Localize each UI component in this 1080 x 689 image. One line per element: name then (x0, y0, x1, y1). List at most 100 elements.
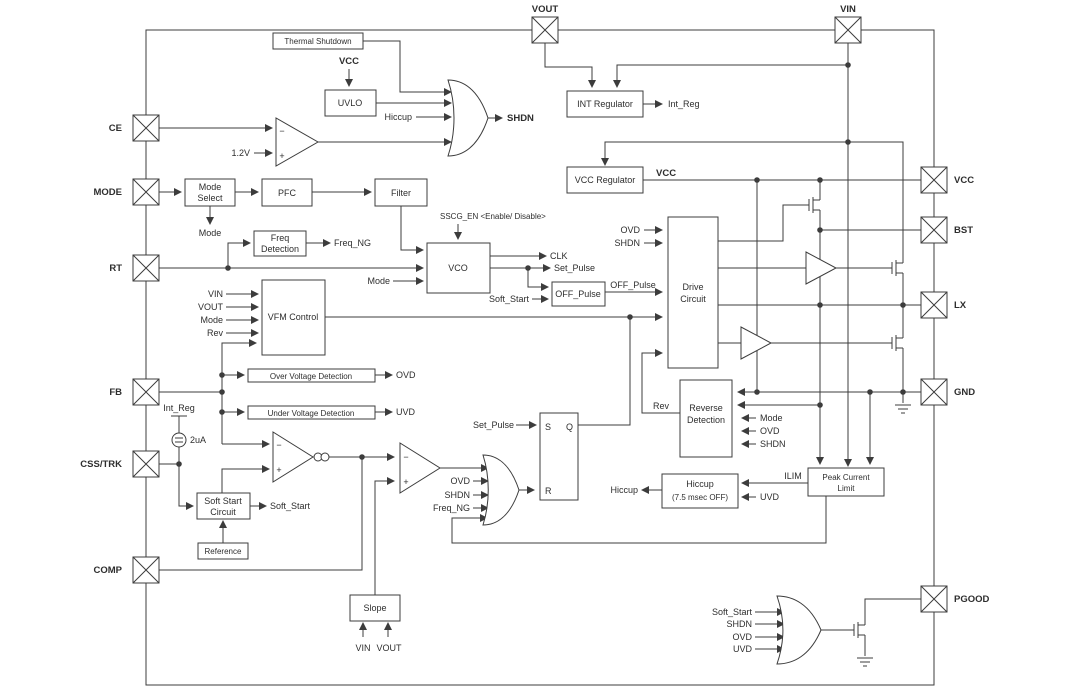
pin-fb: FB (109, 378, 160, 406)
pin-label: VCC (954, 175, 974, 186)
block-label: VCO (448, 263, 468, 273)
block-label: Limit (838, 484, 856, 493)
block-label: Detection (687, 415, 725, 425)
net-label-int-reg-src: Int_Reg (163, 403, 195, 413)
block-label: Drive (682, 282, 703, 292)
net-label-vout: VOUT (198, 302, 224, 312)
highside-driver-buffer-icon (805, 251, 838, 285)
net-label-hiccup-out: Hiccup (610, 485, 638, 495)
net-label-ovd-drv: OVD (620, 225, 640, 235)
block-label: Under Voltage Detection (268, 409, 355, 418)
block-vfm-control: VFM Control (261, 279, 326, 356)
net-label-ovd-rev: OVD (760, 426, 780, 436)
minus-sign: − (276, 440, 281, 450)
net-label-off-pulse: OFF_Pulse (610, 280, 656, 290)
net-label-soft-start-out: Soft_Start (270, 501, 311, 511)
pin-bst: BST (920, 216, 973, 244)
block-label: INT Regulator (577, 99, 633, 109)
block-sr-latch: S Q R (539, 412, 579, 501)
block-label: VCC Regulator (575, 175, 636, 185)
pin-label: GND (954, 387, 975, 398)
pin-label: PGOOD (954, 594, 990, 605)
block-label: Hiccup (686, 479, 714, 489)
or-gate-pwm-icon (482, 454, 520, 526)
net-label-hiccup-top: Hiccup (384, 112, 412, 122)
block-peak-current-limit: Peak Current Limit (807, 467, 885, 497)
net-label-shdn: SHDN (507, 113, 534, 124)
ground-icon (894, 404, 912, 414)
pin-label: MODE (94, 187, 123, 198)
net-label-sscg-en: SSCG_EN <Enable/ Disable> (440, 212, 546, 221)
block-label: Mode (199, 182, 222, 192)
block-slope: Slope (349, 594, 401, 622)
plus-sign: + (279, 151, 284, 161)
or-gate-shdn-icon (447, 79, 489, 157)
net-label-uvd-pg: UVD (733, 644, 753, 654)
block-drive-circuit: Drive Circuit (667, 216, 719, 369)
net-label-soft-start: Soft_Start (489, 294, 530, 304)
net-label-set-pulse: Set_Pulse (554, 263, 595, 273)
net-label-ovd: OVD (396, 370, 416, 380)
block-vcc-regulator: VCC Regulator (566, 166, 644, 194)
net-label-soft-start-pg: Soft_Start (712, 607, 753, 617)
net-label-rev-net: Rev (653, 401, 670, 411)
block-reverse-detection: Reverse Detection (679, 379, 733, 458)
net-label-rev: Rev (207, 328, 224, 338)
pin-label: BST (954, 225, 973, 236)
pin-pgood: PGOOD (920, 585, 990, 613)
pin-ce: CE (109, 114, 160, 142)
block-label: Reverse (689, 403, 723, 413)
net-label-ovd-pg: OVD (732, 632, 752, 642)
block-label: Filter (391, 188, 411, 198)
block-hiccup: Hiccup (7.5 msec OFF) (661, 473, 739, 509)
block-label: Freq (271, 233, 290, 243)
block-vco: VCO (426, 242, 491, 294)
pin-label: CE (109, 123, 122, 134)
current-source-2ua-icon (171, 432, 187, 448)
net-label-vcc-out: VCC (656, 168, 676, 179)
minus-sign: − (279, 126, 284, 136)
pgood-mosfet-icon (844, 615, 866, 645)
pin-gnd: GND (920, 378, 975, 406)
net-label-mode-vco: Mode (367, 276, 390, 286)
pin-label: CSS/TRK (80, 459, 122, 470)
pin-lx: LX (920, 291, 967, 319)
net-label-vout-slope: VOUT (376, 643, 402, 653)
block-reference: Reference (197, 542, 249, 560)
pin-vcc: VCC (920, 166, 974, 194)
block-label: Circuit (680, 294, 706, 304)
block-off-pulse: OFF_Pulse (551, 281, 606, 307)
block-mode-select: Mode Select (184, 178, 236, 207)
block-filter: Filter (374, 178, 428, 207)
net-labels: VCC Hiccup SHDN 1.2V Int_Reg VCC Mode Fr… (163, 56, 802, 654)
net-label-shdn-drv: SHDN (614, 238, 640, 248)
block-label: OFF_Pulse (555, 289, 601, 299)
net-label-shdn-pwm: SHDN (444, 490, 470, 500)
block-soft-start-circuit: Soft Start Circuit (196, 492, 251, 520)
lowside-mosfet-icon (882, 328, 904, 358)
ground-icon (856, 657, 874, 667)
block-under-voltage-detection: Under Voltage Detection (247, 405, 376, 420)
block-label: Detection (261, 244, 299, 254)
latch-q-label: Q (566, 422, 573, 432)
net-label-uvd: UVD (396, 407, 416, 417)
pin-label: RT (109, 263, 122, 274)
pin-vout: VOUT (531, 4, 559, 44)
pin-label: COMP (94, 565, 123, 576)
wires (159, 40, 921, 656)
comparator-ce-icon: − + (275, 117, 320, 167)
bootstrap-mosfet-icon (799, 190, 821, 220)
net-label-ilim: ILIM (784, 471, 802, 481)
net-label-int-reg: Int_Reg (668, 99, 700, 109)
net-label-vin-slope: VIN (355, 643, 370, 653)
net-label-freq-ng-pwm: Freq_NG (433, 503, 470, 513)
latch-s-label: S (545, 422, 551, 432)
pin-label: VOUT (532, 4, 559, 15)
block-label: Reference (205, 547, 242, 556)
block-label: PFC (278, 188, 297, 198)
block-label: Over Voltage Detection (270, 372, 352, 381)
block-label: (7.5 msec OFF) (672, 493, 728, 502)
lowside-driver-buffer-icon (740, 326, 773, 360)
or-gate-pgood-icon (776, 595, 822, 665)
